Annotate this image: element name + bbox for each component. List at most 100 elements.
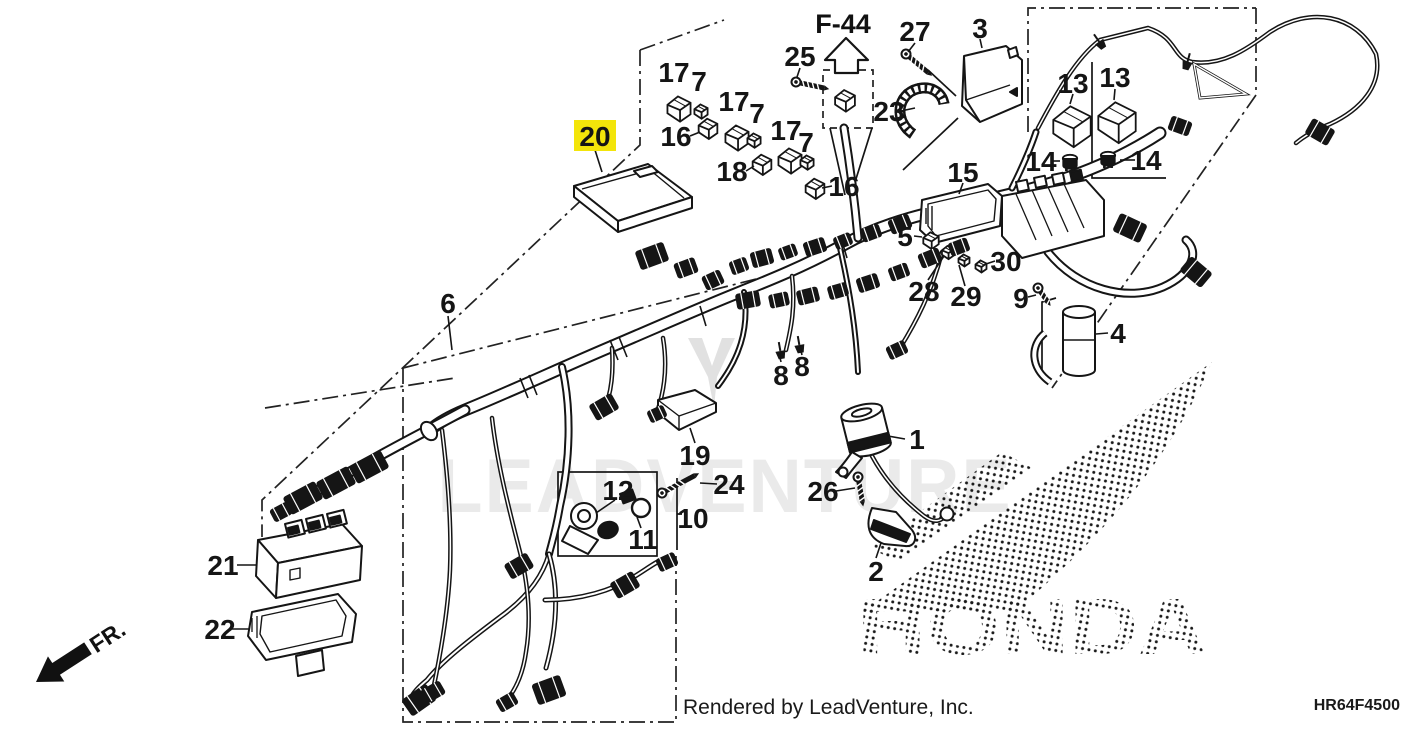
part-callout: 17 [770, 115, 801, 146]
connector-blob [655, 552, 679, 572]
connector-blob [948, 237, 970, 257]
relay-icon [751, 153, 773, 177]
connector-blob [803, 237, 827, 257]
screw-icon [790, 76, 830, 91]
part-callout: 17 [658, 57, 689, 88]
part-20-unit [573, 163, 693, 233]
part-19-connector [657, 389, 717, 431]
part-callout: 22 [204, 614, 235, 645]
part-callout: 30 [990, 246, 1021, 277]
part-callout: 13 [1057, 68, 1088, 99]
connector-blob [778, 243, 798, 261]
part-callout: 10 [677, 503, 708, 534]
part-callout: 7 [691, 66, 707, 97]
connector-blob [673, 257, 699, 279]
part-callout: 16 [660, 121, 691, 152]
connector-blob [1167, 116, 1193, 136]
part-callout: 24 [713, 469, 745, 500]
part-callout: 7 [798, 127, 814, 158]
relay-icon [922, 231, 940, 251]
part-12-11-detail [561, 488, 652, 555]
connector-blob [504, 553, 534, 579]
figure-ref-label: F-44 [815, 9, 871, 39]
relay-icon [693, 103, 709, 120]
front-direction-indicator: FR. [36, 616, 130, 682]
connector-blob [856, 273, 880, 293]
connector-blob [349, 450, 389, 484]
leader-lines [232, 38, 1135, 630]
part-callout: 28 [908, 276, 939, 307]
part-callout: 15 [947, 157, 978, 188]
connector-blob [888, 262, 910, 282]
part-callout: 3 [972, 13, 988, 44]
part-callout: 4 [1110, 318, 1126, 349]
relay-cluster [1001, 168, 1105, 259]
relay-icon [834, 89, 856, 113]
relay-icon [1052, 105, 1092, 149]
figure-ref-arrow-icon [823, 36, 870, 75]
parts-art [247, 36, 1105, 677]
connector-blob [701, 269, 725, 291]
part-22-cover [247, 593, 357, 677]
front-arrow-icon [36, 642, 92, 682]
part-callout: 7 [749, 98, 765, 129]
watermark-text: LEADVENTURE [438, 444, 1013, 529]
tube-bands [519, 237, 848, 399]
connector-blob [1305, 118, 1335, 146]
relay-icon [804, 177, 826, 201]
connector-blob [768, 291, 790, 309]
part-callout: 14 [1025, 146, 1057, 177]
connector-blob [860, 223, 882, 243]
part-callout: 1 [909, 424, 925, 455]
tube-end [419, 420, 439, 442]
part-callout: 11 [628, 524, 658, 555]
connector-blob [589, 393, 619, 421]
part-callout: 26 [807, 476, 838, 507]
connector-blob [316, 466, 356, 500]
nut-icon [1061, 153, 1079, 172]
relay-icon [799, 154, 815, 171]
connector-blob [917, 247, 943, 269]
part-callout: 29 [950, 281, 981, 312]
relay-icon [666, 95, 692, 123]
connector-blob [420, 681, 446, 703]
part-callout: 25 [784, 41, 815, 72]
screw-icon [1032, 282, 1054, 310]
part-21-fusebox [255, 508, 363, 599]
honda-wordmark: HONDA [857, 582, 1207, 671]
footer-credit: Rendered by LeadVenture, Inc. [683, 696, 974, 719]
connector-blob [283, 481, 323, 515]
connector-blob [531, 675, 567, 705]
part-callout: 21 [207, 550, 238, 581]
part-15-fusebox [919, 183, 1003, 244]
connector-blob [495, 692, 519, 712]
screw-icon [852, 471, 866, 507]
connector-blob [749, 248, 775, 268]
clip-icon [1093, 33, 1107, 50]
leadventure-logo-watermark [688, 338, 735, 408]
connector-blob [1180, 256, 1212, 288]
leadventure-watermark: LEADVENTURE [438, 338, 1013, 529]
connector-blob [735, 290, 761, 310]
connector-blob [635, 242, 669, 270]
connector-blob [827, 282, 849, 300]
connector-blob [269, 502, 293, 522]
part-3-ecu [961, 45, 1023, 123]
relay-icon [974, 259, 988, 274]
part-callout: 23 [873, 96, 904, 127]
part-callout: 6 [440, 288, 456, 319]
part-1-coil [835, 402, 892, 479]
relay-icon [724, 124, 750, 152]
honda-wing-watermark: HONDA [857, 362, 1212, 671]
part-4-canister [1030, 305, 1096, 386]
part-callout: 20 [579, 121, 610, 152]
part-23-hose [894, 82, 950, 139]
part-callout: 8 [773, 360, 789, 391]
screw-icon [656, 473, 700, 499]
connector-blob [728, 257, 750, 275]
part-callout: 9 [1013, 283, 1029, 314]
diagram-code: HR64F4500 [1314, 697, 1400, 714]
relay-icon [1097, 101, 1137, 145]
